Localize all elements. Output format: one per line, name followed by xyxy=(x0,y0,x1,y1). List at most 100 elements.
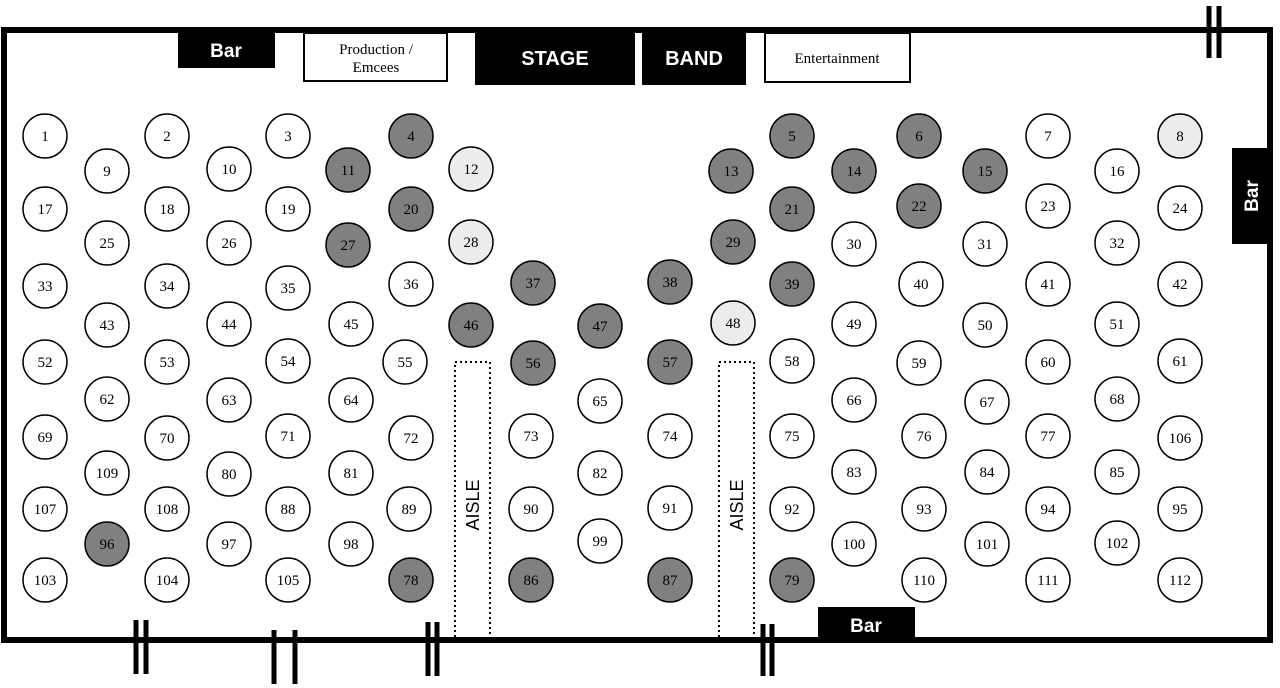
table-circle[interactable] xyxy=(577,518,623,564)
table-37[interactable]: 37 xyxy=(510,260,556,306)
table-circle[interactable] xyxy=(1025,339,1071,385)
table-circle[interactable] xyxy=(510,260,556,306)
table-circle[interactable] xyxy=(328,377,374,423)
table-22[interactable]: 22 xyxy=(896,183,942,229)
table-circle[interactable] xyxy=(1094,449,1140,495)
table-circle[interactable] xyxy=(647,485,693,531)
table-circle[interactable] xyxy=(577,450,623,496)
table-70[interactable]: 70 xyxy=(144,415,190,461)
table-circle[interactable] xyxy=(388,261,434,307)
table-circle[interactable] xyxy=(22,263,68,309)
table-47[interactable]: 47 xyxy=(577,303,623,349)
table-46[interactable]: 46 xyxy=(448,302,494,348)
table-80[interactable]: 80 xyxy=(206,451,252,497)
table-circle[interactable] xyxy=(325,147,371,193)
table-circle[interactable] xyxy=(769,413,815,459)
table-7[interactable]: 7 xyxy=(1025,113,1071,159)
table-79[interactable]: 79 xyxy=(769,557,815,603)
table-circle[interactable] xyxy=(964,449,1010,495)
table-60[interactable]: 60 xyxy=(1025,339,1071,385)
table-circle[interactable] xyxy=(964,379,1010,425)
table-24[interactable]: 24 xyxy=(1157,185,1203,231)
table-84[interactable]: 84 xyxy=(964,449,1010,495)
table-circle[interactable] xyxy=(1157,486,1203,532)
table-circle[interactable] xyxy=(144,486,190,532)
table-circle[interactable] xyxy=(1025,183,1071,229)
table-23[interactable]: 23 xyxy=(1025,183,1071,229)
table-circle[interactable] xyxy=(1094,301,1140,347)
table-circle[interactable] xyxy=(144,263,190,309)
table-96[interactable]: 96 xyxy=(84,521,130,567)
table-circle[interactable] xyxy=(1094,520,1140,566)
table-circle[interactable] xyxy=(22,486,68,532)
table-circle[interactable] xyxy=(710,219,756,265)
table-circle[interactable] xyxy=(206,220,252,266)
table-74[interactable]: 74 xyxy=(647,413,693,459)
table-18[interactable]: 18 xyxy=(144,186,190,232)
table-83[interactable]: 83 xyxy=(831,449,877,495)
table-3[interactable]: 3 xyxy=(265,113,311,159)
table-63[interactable]: 63 xyxy=(206,377,252,423)
table-circle[interactable] xyxy=(831,221,877,267)
table-62[interactable]: 62 xyxy=(84,376,130,422)
table-circle[interactable] xyxy=(144,339,190,385)
table-33[interactable]: 33 xyxy=(22,263,68,309)
table-circle[interactable] xyxy=(831,377,877,423)
table-31[interactable]: 31 xyxy=(962,221,1008,267)
table-20[interactable]: 20 xyxy=(388,186,434,232)
table-25[interactable]: 25 xyxy=(84,220,130,266)
table-circle[interactable] xyxy=(22,557,68,603)
table-109[interactable]: 109 xyxy=(84,450,130,496)
table-circle[interactable] xyxy=(265,186,311,232)
table-circle[interactable] xyxy=(1094,148,1140,194)
table-circle[interactable] xyxy=(769,486,815,532)
table-97[interactable]: 97 xyxy=(206,521,252,567)
table-circle[interactable] xyxy=(206,146,252,192)
table-5[interactable]: 5 xyxy=(769,113,815,159)
table-circle[interactable] xyxy=(964,521,1010,567)
table-circle[interactable] xyxy=(325,222,371,268)
table-circle[interactable] xyxy=(206,521,252,567)
table-circle[interactable] xyxy=(769,113,815,159)
table-101[interactable]: 101 xyxy=(964,521,1010,567)
table-76[interactable]: 76 xyxy=(901,413,947,459)
table-circle[interactable] xyxy=(896,183,942,229)
table-circle[interactable] xyxy=(901,486,947,532)
table-36[interactable]: 36 xyxy=(388,261,434,307)
table-circle[interactable] xyxy=(896,113,942,159)
table-55[interactable]: 55 xyxy=(382,339,428,385)
table-88[interactable]: 88 xyxy=(265,486,311,532)
table-87[interactable]: 87 xyxy=(647,557,693,603)
table-circle[interactable] xyxy=(144,186,190,232)
table-circle[interactable] xyxy=(265,557,311,603)
table-54[interactable]: 54 xyxy=(265,338,311,384)
table-85[interactable]: 85 xyxy=(1094,449,1140,495)
table-circle[interactable] xyxy=(388,415,434,461)
table-68[interactable]: 68 xyxy=(1094,376,1140,422)
table-13[interactable]: 13 xyxy=(708,148,754,194)
table-71[interactable]: 71 xyxy=(265,413,311,459)
table-circle[interactable] xyxy=(386,486,432,532)
table-99[interactable]: 99 xyxy=(577,518,623,564)
table-circle[interactable] xyxy=(265,413,311,459)
table-91[interactable]: 91 xyxy=(647,485,693,531)
table-21[interactable]: 21 xyxy=(769,186,815,232)
table-circle[interactable] xyxy=(22,414,68,460)
table-circle[interactable] xyxy=(22,113,68,159)
table-circle[interactable] xyxy=(84,450,130,496)
table-circle[interactable] xyxy=(769,557,815,603)
table-48[interactable]: 48 xyxy=(710,300,756,346)
table-circle[interactable] xyxy=(1157,261,1203,307)
table-8[interactable]: 8 xyxy=(1157,113,1203,159)
table-circle[interactable] xyxy=(84,148,130,194)
table-circle[interactable] xyxy=(84,220,130,266)
table-circle[interactable] xyxy=(448,219,494,265)
table-19[interactable]: 19 xyxy=(265,186,311,232)
table-circle[interactable] xyxy=(508,413,554,459)
table-circle[interactable] xyxy=(84,376,130,422)
table-circle[interactable] xyxy=(769,186,815,232)
table-circle[interactable] xyxy=(962,221,1008,267)
table-75[interactable]: 75 xyxy=(769,413,815,459)
table-16[interactable]: 16 xyxy=(1094,148,1140,194)
table-circle[interactable] xyxy=(769,261,815,307)
